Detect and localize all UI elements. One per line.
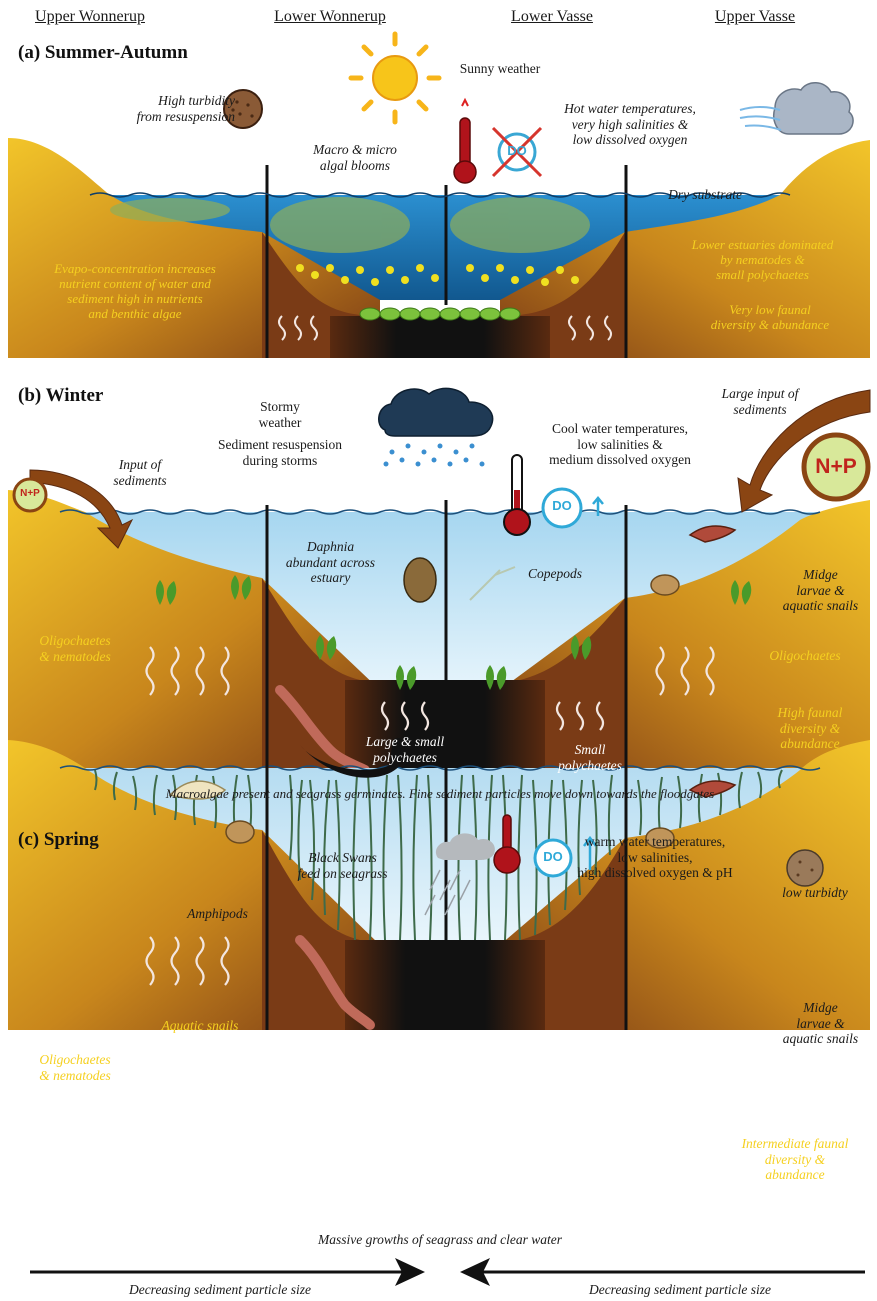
stormy-weather-label: Stormy weather	[225, 399, 335, 430]
low-turbidity-label: low turbidty	[765, 885, 865, 901]
input-sediments-label: Input of sediments	[90, 457, 190, 488]
black-swans-label: Black Swans feed on seagrass	[280, 850, 405, 881]
lower-estuaries-label: Lower estuaries dominated by nematodes &…	[660, 238, 865, 283]
bottom-label-left: Decreasing sediment particle size	[70, 1282, 370, 1298]
low-turbidity-ball-icon	[787, 850, 823, 886]
bottom-label-right: Decreasing sediment particle size	[530, 1282, 830, 1298]
np-large-label: N+P	[806, 455, 866, 479]
np-small-label: N+P	[14, 488, 46, 500]
snail-icon-b	[651, 575, 679, 595]
oligo-nema-label-c: Oligochaetes & nematodes	[10, 1052, 140, 1083]
header-lower-wonnerup: Lower Wonnerup	[255, 8, 405, 26]
snail-icon-c-left	[226, 821, 254, 843]
panel-c-title: (c) Spring	[18, 829, 99, 851]
low-diversity-label: Very low faunal diversity & abundance	[680, 303, 860, 333]
cool-water-label: Cool water temperatures, low salinities …	[525, 421, 715, 468]
large-small-polychaetes-label: Large & small polychaetes	[345, 734, 465, 765]
small-polychaetes-label: Small polychaetes	[545, 742, 635, 773]
dry-substrate-label: Dry substrate	[650, 187, 760, 203]
oligo-nema-label-b: Oligochaetes & nematodes	[10, 633, 140, 664]
daphnia-label: Daphnia abundant across estuary	[268, 539, 393, 586]
midge-snails-label-c: Midge larvae & aquatic snails	[768, 1000, 873, 1047]
panel-c-graphics	[8, 738, 870, 1030]
oligochaetes-label-b: Oligochaetes	[750, 648, 860, 664]
storm-cloud-icon	[379, 388, 493, 466]
header-lower-vasse: Lower Vasse	[487, 8, 617, 26]
do-label-c: DO	[541, 850, 565, 865]
sun-icon	[351, 34, 439, 122]
midge-snails-label-b: Midge larvae & aquatic snails	[768, 567, 873, 614]
panel-a-title: (a) Summer-Autumn	[18, 42, 188, 64]
copepods-label: Copepods	[510, 566, 600, 582]
aquatic-snails-label: Aquatic snails	[140, 1018, 260, 1034]
do-label-a: DO	[505, 144, 529, 159]
panel-c-caption: Massive growths of seagrass and clear wa…	[200, 1232, 680, 1248]
wind-cloud-icon	[740, 83, 853, 134]
panel-b-graphics	[8, 388, 870, 770]
header-upper-wonnerup: Upper Wonnerup	[15, 8, 165, 26]
sediment-resuspension-label: Sediment resuspension during storms	[195, 437, 365, 468]
sunny-weather-label: Sunny weather	[430, 61, 570, 77]
panel-a-channel	[330, 316, 550, 358]
daphnia-icon	[404, 558, 436, 602]
hot-water-label: Hot water temperatures, very high salini…	[540, 101, 720, 148]
panel-b-caption: Macroalgae present and seagrass germinat…	[50, 787, 830, 802]
thermometer-hot-icon	[454, 100, 476, 183]
high-turbidity-label: High turbidity from resuspension	[95, 93, 235, 124]
large-input-sediments-label: Large input of sediments	[700, 386, 820, 417]
large-polychaetes-label: Large polychaetes	[360, 1160, 460, 1191]
high-diversity-label: High faunal diversity & abundance	[755, 705, 865, 752]
evapo-concentration-label: Evapo-concentration increases nutrient c…	[15, 262, 255, 322]
header-upper-vasse: Upper Vasse	[690, 8, 820, 26]
algal-blooms-label: Macro & micro algal blooms	[290, 142, 420, 173]
amphipods-label: Amphipods	[170, 906, 265, 922]
panel-b-title: (b) Winter	[18, 385, 103, 407]
do-label-b: DO	[550, 499, 574, 514]
warm-water-label: warm water temperatures, low salinities,…	[545, 834, 765, 881]
intermediate-diversity-label: Intermediate faunal diversity & abundanc…	[720, 1136, 870, 1183]
